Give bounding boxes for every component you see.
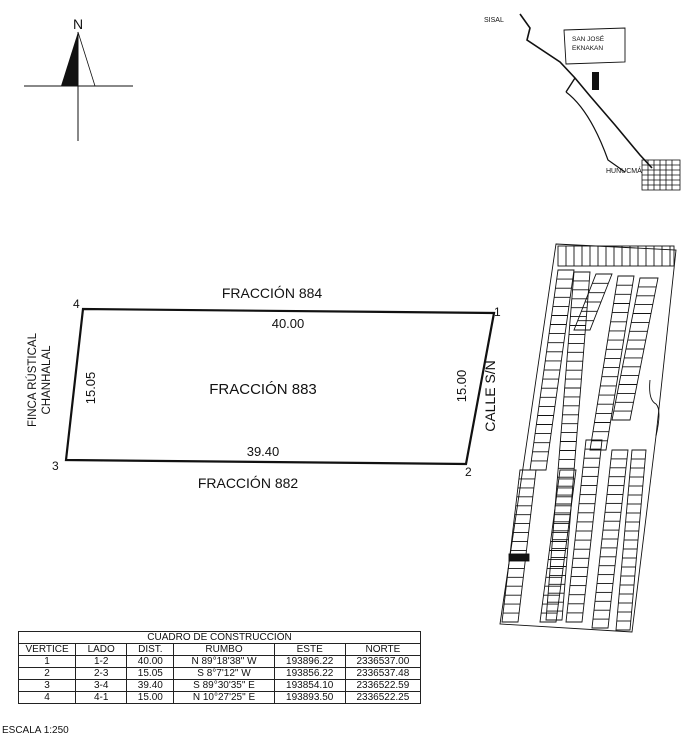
table-cell: 193893.50 (273, 691, 346, 704)
vertex-4-label: 4 (73, 297, 80, 311)
table-cell: N 10°27'25" E (173, 691, 275, 704)
table-row: 4 4-1 15.00 N 10°27'25" E 193893.50 2336… (17, 691, 422, 704)
neighbor-left-line2: CHANHALAL (41, 345, 53, 415)
table-cell: 1-2 (75, 655, 128, 668)
table-cell: 193854.10 (273, 679, 346, 692)
table-cell: 4-1 (75, 691, 128, 704)
highlighted-lot (508, 553, 530, 562)
table-cell: 4 (17, 691, 77, 704)
hunucma-label: HUNUCMÁ (606, 166, 642, 175)
table-title: CUADRO DE CONSTRUCCIÓN (18, 631, 421, 644)
location-map: SISAL SAN JOSÉ EKNAKAN HUNUCMÁ (484, 13, 681, 191)
table-cell: 193896.22 (273, 655, 346, 668)
side-top-length: 40.00 (272, 316, 305, 331)
table-cell: N 89°18'38" W (173, 655, 275, 668)
neighbor-left-line1: FINCA RÚSTICAL (26, 332, 39, 427)
table-cell: 39.40 (126, 679, 175, 692)
table-header: RUMBO (173, 643, 275, 656)
parcel-label: FRACCIÓN 883 (209, 381, 317, 398)
eknakan-box (563, 27, 626, 65)
side-left-length: 15.05 (83, 372, 98, 405)
north-arrow-icon (61, 32, 78, 86)
table-cell: S 8°7'12" W (173, 667, 275, 680)
scale-label: ESCALA 1:250 (2, 725, 69, 736)
table-cell: 3-4 (75, 679, 128, 692)
table-row: 2 2-3 15.05 S 8°7'12" W 193856.22 233653… (17, 667, 422, 680)
sisal-label: SISAL (484, 17, 504, 24)
north-arrow: N (24, 16, 133, 141)
table-cell: 2-3 (75, 667, 128, 680)
north-label: N (73, 16, 83, 32)
san-jose-label: SAN JOSÉ (572, 34, 605, 43)
table-header: LADO (75, 643, 128, 656)
table-header-row: VERTICE LADO DIST. RUMBO ESTE NORTE (17, 643, 422, 656)
table-cell: 2336537.48 (344, 667, 422, 680)
construction-table: CUADRO DE CONSTRUCCIÓN VERTICE LADO DIST… (17, 631, 422, 704)
parcel-outline (64, 307, 496, 466)
table-cell: 40.00 (126, 655, 175, 668)
table-cell: 2336522.25 (344, 691, 422, 704)
neighbor-top: FRACCIÓN 884 (222, 285, 323, 301)
table-cell: 1 (17, 655, 77, 668)
table-cell: 15.00 (126, 691, 175, 704)
table-cell: 193856.22 (273, 667, 346, 680)
vertex-3-label: 3 (52, 459, 59, 473)
hunucma-town-icon (641, 159, 681, 191)
table-cell: 3 (17, 679, 77, 692)
neighbor-right: CALLE S/N (482, 360, 498, 432)
table-header: DIST. (126, 643, 175, 656)
neighbor-bottom: FRACCIÓN 882 (198, 475, 299, 491)
eknakan-label: EKNAKAN (572, 45, 603, 52)
table-cell: 2336522.59 (344, 679, 422, 692)
table-cell: 2 (17, 667, 77, 680)
table-header: NORTE (344, 643, 422, 656)
vertex-1-label: 1 (494, 305, 501, 319)
vertex-2-label: 2 (465, 465, 472, 479)
side-bottom-length: 39.40 (247, 444, 280, 459)
parcel: FRACCIÓN 884 40.00 FRACCIÓN 883 39.40 FR… (26, 285, 501, 491)
subdivision-plan (499, 243, 677, 633)
table-cell: 2336537.00 (344, 655, 422, 668)
table-cell: 15.05 (126, 667, 175, 680)
side-right-length: 15.00 (454, 370, 469, 403)
table-header: VERTICE (17, 643, 77, 656)
eknakan-marker (592, 72, 599, 90)
table-row: 1 1-2 40.00 N 89°18'38" W 193896.22 2336… (17, 655, 422, 668)
table-cell: S 89°30'35" E (173, 679, 275, 692)
table-header: ESTE (273, 643, 346, 656)
table-row: 3 3-4 39.40 S 89°30'35" E 193854.10 2336… (17, 679, 422, 692)
